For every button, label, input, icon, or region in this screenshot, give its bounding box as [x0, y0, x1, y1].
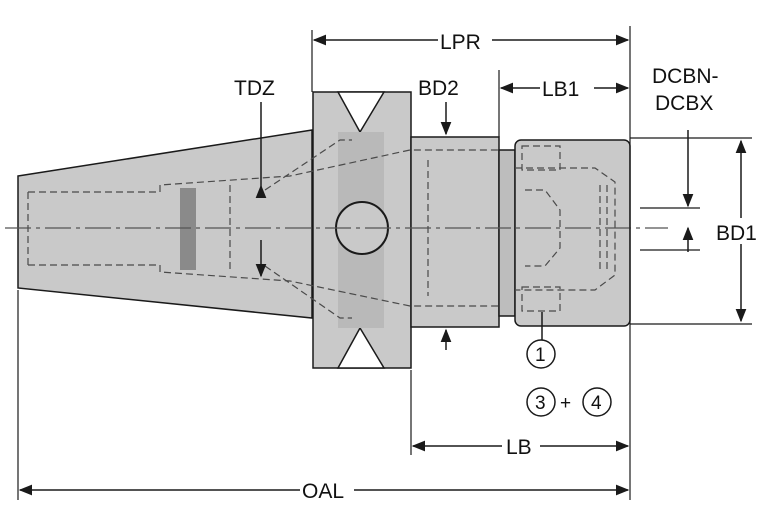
- label-tdz: TDZ: [234, 77, 275, 100]
- holder-body: [5, 91, 668, 369]
- retention-bar: [180, 188, 196, 270]
- v-groove-top: [336, 91, 386, 134]
- callout-4: 4: [591, 393, 602, 414]
- callout-1-circle: [526, 339, 556, 369]
- callout-1: 1: [535, 345, 546, 366]
- callout-3: 3: [535, 393, 546, 414]
- label-dcbn: DCBN-: [652, 65, 719, 88]
- v-groove-bottom: [336, 326, 386, 369]
- callout-3-circle: [526, 387, 556, 417]
- callouts: 1 3 + 4: [526, 339, 612, 417]
- label-bd2: BD2: [418, 77, 459, 100]
- label-lpr: LPR: [440, 31, 481, 54]
- callout-plus: +: [560, 393, 571, 414]
- dimension-labels: LPR TDZ BD2 LB1 DCBN- DCBX BD1 LB OAL: [234, 28, 766, 503]
- extension-lines: [17, 26, 752, 500]
- label-bd1: BD1: [716, 222, 757, 245]
- label-dcbx: DCBX: [655, 92, 713, 115]
- taper-shank: [17, 129, 313, 319]
- label-oal: OAL: [302, 480, 344, 503]
- label-lb: LB: [506, 436, 532, 459]
- label-lb1: LB1: [542, 78, 579, 101]
- shaft: [410, 136, 500, 328]
- hidden-lines: [27, 139, 616, 319]
- neck: [498, 149, 516, 317]
- callout-4-circle: [582, 387, 612, 417]
